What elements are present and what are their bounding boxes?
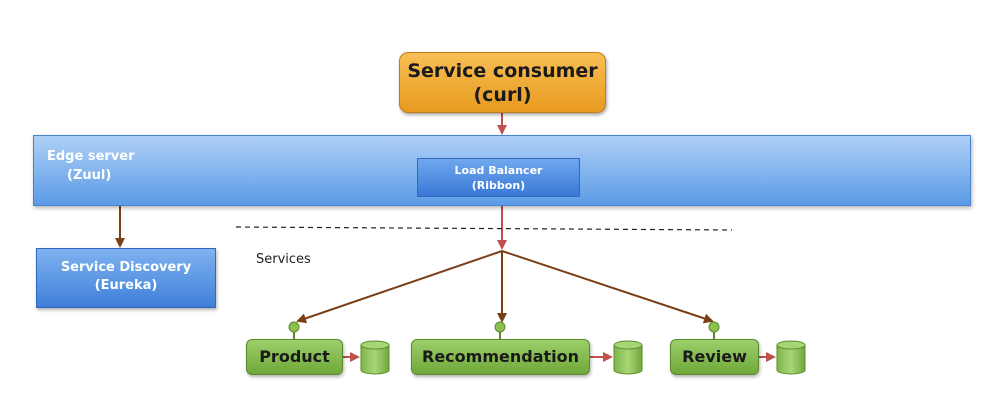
service-discovery-title: Service Discovery — [60, 260, 192, 275]
product-database-icon — [360, 340, 390, 375]
recommendation-interface-icon — [494, 321, 506, 340]
load-balancer-subtitle: (Ribbon) — [471, 179, 526, 192]
recommendation-database-icon — [613, 340, 643, 375]
service-consumer-subtitle: (curl) — [473, 84, 532, 106]
fanout-product-arrow — [296, 250, 503, 324]
service-consumer-title: Service consumer — [407, 60, 598, 82]
service-discovery-box: Service Discovery (Eureka) — [36, 248, 216, 308]
review-service-box: Review — [670, 339, 759, 375]
product-interface-icon — [288, 321, 300, 340]
service-discovery-subtitle: (Eureka) — [94, 278, 158, 293]
load-balancer-title: Load Balancer — [454, 164, 543, 177]
edge-server-subtitle: (Zuul) — [67, 168, 112, 183]
product-service-box: Product — [246, 339, 343, 375]
load-balancer-box: Load Balancer (Ribbon) — [417, 158, 580, 197]
services-label: Services — [256, 252, 311, 267]
recommendation-service-box: Recommendation — [411, 339, 590, 375]
edge-server-title: Edge server — [47, 149, 135, 164]
edge-server-label: Edge server (Zuul) — [47, 147, 135, 185]
review-database-icon — [776, 340, 806, 375]
fanout-review-arrow — [501, 250, 714, 324]
service-consumer-box: Service consumer (curl) — [399, 52, 606, 113]
dashed-separator — [235, 226, 733, 231]
review-interface-icon — [708, 321, 720, 340]
